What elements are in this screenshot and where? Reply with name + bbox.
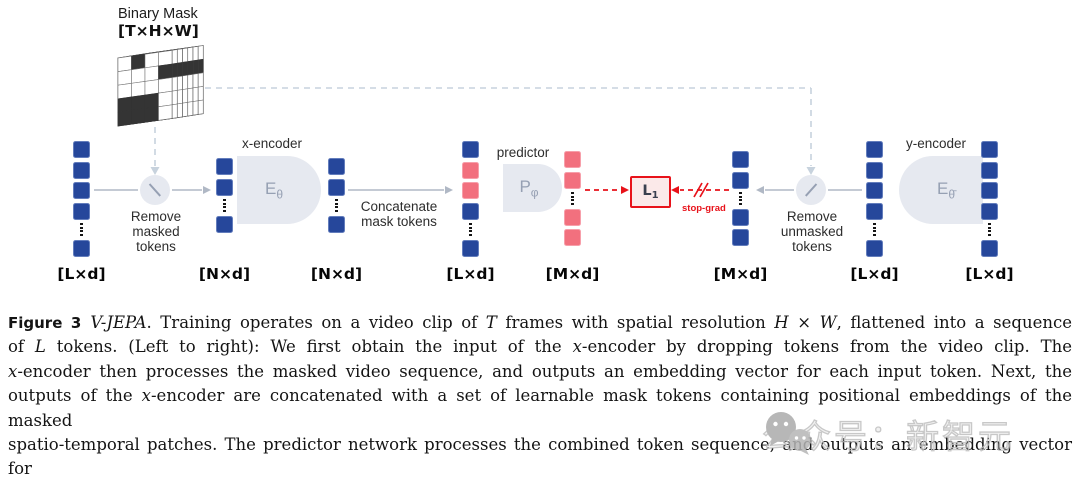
diagram-connectors xyxy=(94,45,862,198)
blue-token xyxy=(73,202,90,220)
l1-loss-label: L1 xyxy=(642,183,659,201)
y-encoder-symbol: Eθ̄ xyxy=(936,178,956,202)
dimension-label-video-tokens-input-x: [L×d] xyxy=(57,265,106,283)
predictor-title: predictor xyxy=(496,145,550,160)
dimension-label-masked-tokens: [N×d] xyxy=(198,265,251,283)
ellipsis-dots xyxy=(981,223,998,236)
blue-token xyxy=(73,239,90,257)
remove-masked-operator xyxy=(140,175,170,205)
pink-token xyxy=(462,161,479,179)
blue-token xyxy=(732,171,749,189)
blue-token xyxy=(981,239,998,257)
caption-line: of L tokens. (Left to right): We first o… xyxy=(8,337,1072,357)
blue-token xyxy=(328,158,345,175)
dimension-label-prediction-targets: [M×d] xyxy=(713,265,768,283)
concatenate-label: Concatenate mask tokens xyxy=(360,199,438,229)
x-encoder-block: Eθ xyxy=(237,156,321,224)
predictor-symbol: Pφ xyxy=(519,176,539,200)
blue-token xyxy=(216,178,233,196)
remove-unmasked-label: Remove unmasked tokens xyxy=(780,209,844,254)
blue-token xyxy=(732,229,749,246)
pink-token xyxy=(564,208,581,226)
blue-token xyxy=(732,208,749,226)
blue-token xyxy=(73,161,90,179)
blue-token xyxy=(981,161,998,179)
binary-mask-dims: [T×H×W] xyxy=(118,22,199,40)
token-column-video-tokens-input-x xyxy=(73,141,90,257)
blue-token xyxy=(328,178,345,196)
blue-token xyxy=(866,239,883,257)
remove-unmasked-operator xyxy=(796,175,826,205)
blue-token xyxy=(328,215,345,233)
ellipsis-dots xyxy=(732,192,749,205)
blue-token xyxy=(73,141,90,158)
caption-line: spatio-temporal patches. The predictor n… xyxy=(8,435,1072,479)
slash-icon xyxy=(805,183,817,197)
dimension-label-predictor-output: [M×d] xyxy=(545,265,600,283)
ellipsis-dots xyxy=(216,199,233,212)
blue-token xyxy=(462,202,479,220)
blue-token xyxy=(866,202,883,220)
y-encoder-title: y-encoder xyxy=(905,136,967,151)
blue-token xyxy=(981,141,998,158)
blue-token xyxy=(73,182,90,199)
blue-token xyxy=(216,215,233,233)
binary-mask-stack xyxy=(117,45,204,127)
pink-token xyxy=(462,182,479,199)
caption-line: outputs of the x-encoder are concatenate… xyxy=(8,386,1072,430)
blue-token xyxy=(866,161,883,179)
dimension-label-concatenated-tokens: [L×d] xyxy=(446,265,495,283)
blue-token xyxy=(462,141,479,158)
token-column-x-encoder-output xyxy=(328,158,345,233)
pink-token xyxy=(564,171,581,189)
token-column-video-tokens-input-y xyxy=(981,141,998,257)
l1-loss-box: L1 xyxy=(630,176,671,208)
dimension-label-y-encoder-output: [L×d] xyxy=(850,265,899,283)
blue-token xyxy=(216,158,233,175)
pink-token xyxy=(564,151,581,168)
token-column-predictor-output xyxy=(564,151,581,246)
pink-token xyxy=(564,229,581,246)
token-column-concatenated-tokens xyxy=(462,141,479,257)
ellipsis-dots xyxy=(73,223,90,236)
blue-token xyxy=(981,202,998,220)
predictor-block: Pφ xyxy=(503,164,562,212)
blue-token xyxy=(866,141,883,158)
dimension-label-video-tokens-input-y: [L×d] xyxy=(965,265,1014,283)
binary-mask-title: Binary Mask xyxy=(118,6,198,22)
ellipsis-dots xyxy=(866,223,883,236)
blue-token xyxy=(732,151,749,168)
blue-token xyxy=(866,182,883,199)
token-column-prediction-targets xyxy=(732,151,749,246)
token-column-masked-tokens xyxy=(216,158,233,233)
ellipsis-dots xyxy=(564,192,581,205)
blue-token xyxy=(462,239,479,257)
blue-token xyxy=(981,182,998,199)
stop-grad-label: stop-grad xyxy=(682,203,726,214)
token-column-y-encoder-output xyxy=(866,141,883,257)
dimension-label-x-encoder-output: [N×d] xyxy=(310,265,363,283)
ellipsis-dots xyxy=(462,223,479,236)
x-encoder-title: x-encoder xyxy=(241,136,303,151)
ellipsis-dots xyxy=(328,199,345,212)
backslash-icon xyxy=(149,183,161,197)
x-encoder-symbol: Eθ xyxy=(264,178,284,202)
y-encoder-block: Eθ̄ xyxy=(899,156,983,224)
remove-masked-label: Remove masked tokens xyxy=(130,209,182,254)
caption-line: x-encoder then processes the masked vide… xyxy=(8,361,1072,381)
